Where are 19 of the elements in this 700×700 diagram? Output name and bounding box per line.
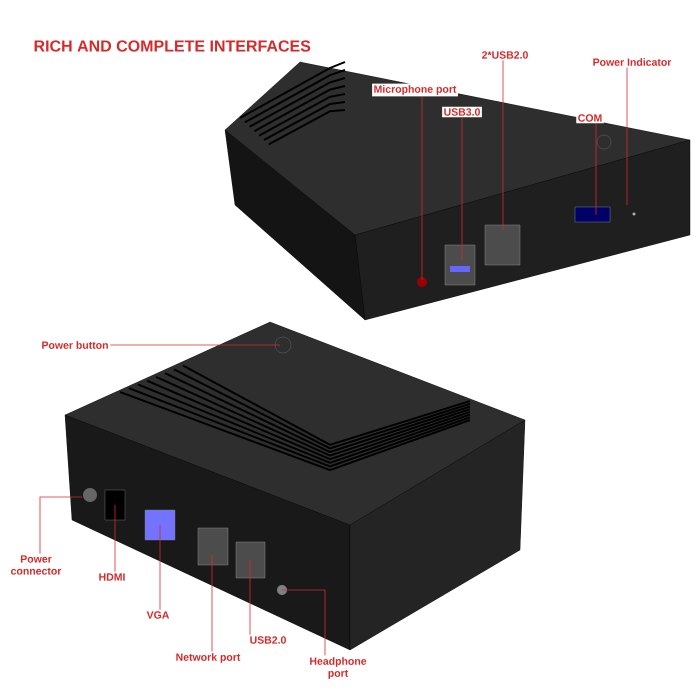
- callout-label: 2*USB2.0: [480, 50, 530, 60]
- callout-label: Power connector: [11, 555, 62, 575]
- callout-label: USB3.0: [442, 106, 482, 118]
- leader-line: [282, 590, 326, 656]
- leader-line: [40, 496, 82, 554]
- callout-label: Headphone port: [310, 657, 366, 679]
- callout-label: Power button: [42, 341, 108, 349]
- callout-label: HDMI: [99, 573, 125, 581]
- callout-label: USB2.0: [250, 636, 286, 644]
- leader-line: [114, 504, 116, 572]
- callout-label: Microphone port: [372, 84, 458, 96]
- callout-label: COM: [576, 112, 604, 124]
- callout-label: Network port: [176, 653, 240, 663]
- leader-line: [110, 344, 280, 346]
- title: RICH AND COMPLETE INTERFACES: [34, 40, 310, 52]
- callout-label: VGA: [146, 611, 170, 619]
- leader-line: [626, 67, 628, 206]
- callout-label: Power Indicator: [593, 58, 672, 66]
- leader-line: [502, 60, 504, 230]
